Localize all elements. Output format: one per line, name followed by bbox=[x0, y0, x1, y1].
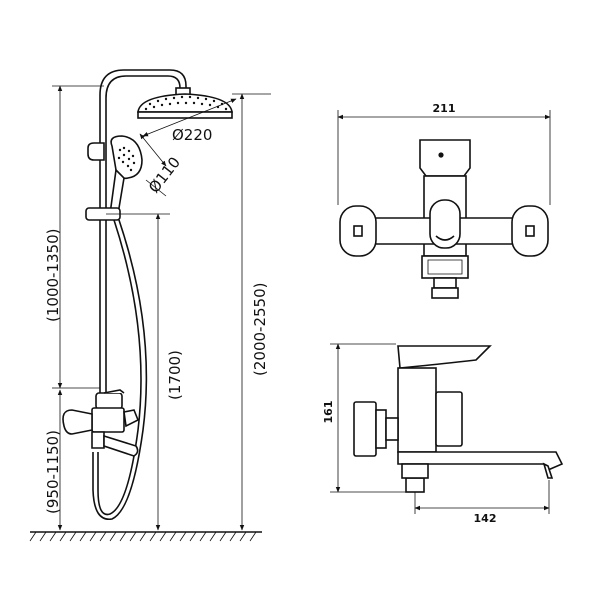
shower-system-side-view: Ø220 Ø110 bbox=[29, 69, 271, 542]
shower-head-diameter-dimension: Ø220 bbox=[142, 98, 237, 144]
floor-line bbox=[29, 531, 262, 542]
total-range-dimension: (2000-2550) bbox=[239, 93, 269, 531]
mixer-front-view: 211 bbox=[337, 102, 551, 299]
mixer-range-dimension: (950-1150) bbox=[44, 389, 63, 531]
hand-shower-diameter-label: Ø110 bbox=[145, 154, 184, 197]
slider-height-label: (1700) bbox=[166, 350, 184, 400]
mixer-range-label: (950-1150) bbox=[44, 430, 62, 514]
rain-shower-head bbox=[137, 93, 271, 119]
total-range-label: (2000-2550) bbox=[251, 283, 269, 376]
slider-bracket bbox=[85, 207, 170, 221]
rail-range-dimension: (1000-1350) bbox=[44, 85, 104, 389]
mixer-side-view: 161 142 bbox=[322, 343, 564, 525]
spout-length-label: 142 bbox=[474, 512, 497, 525]
slider-height-dimension: (1700) bbox=[155, 213, 184, 531]
mixer-height-label: 161 bbox=[322, 401, 335, 424]
rail-range-label: (1000-1350) bbox=[44, 229, 62, 322]
shower-hose bbox=[92, 219, 148, 521]
mixer-width-label: 211 bbox=[433, 102, 456, 115]
wall-mixer bbox=[60, 387, 140, 457]
hand-shower bbox=[87, 135, 143, 215]
mixer-width-dimension: 211 bbox=[337, 102, 551, 205]
mixer-height-dimension: 161 bbox=[322, 343, 410, 493]
spout-length-dimension: 142 bbox=[414, 480, 550, 525]
shower-head-diameter-label: Ø220 bbox=[172, 126, 212, 144]
